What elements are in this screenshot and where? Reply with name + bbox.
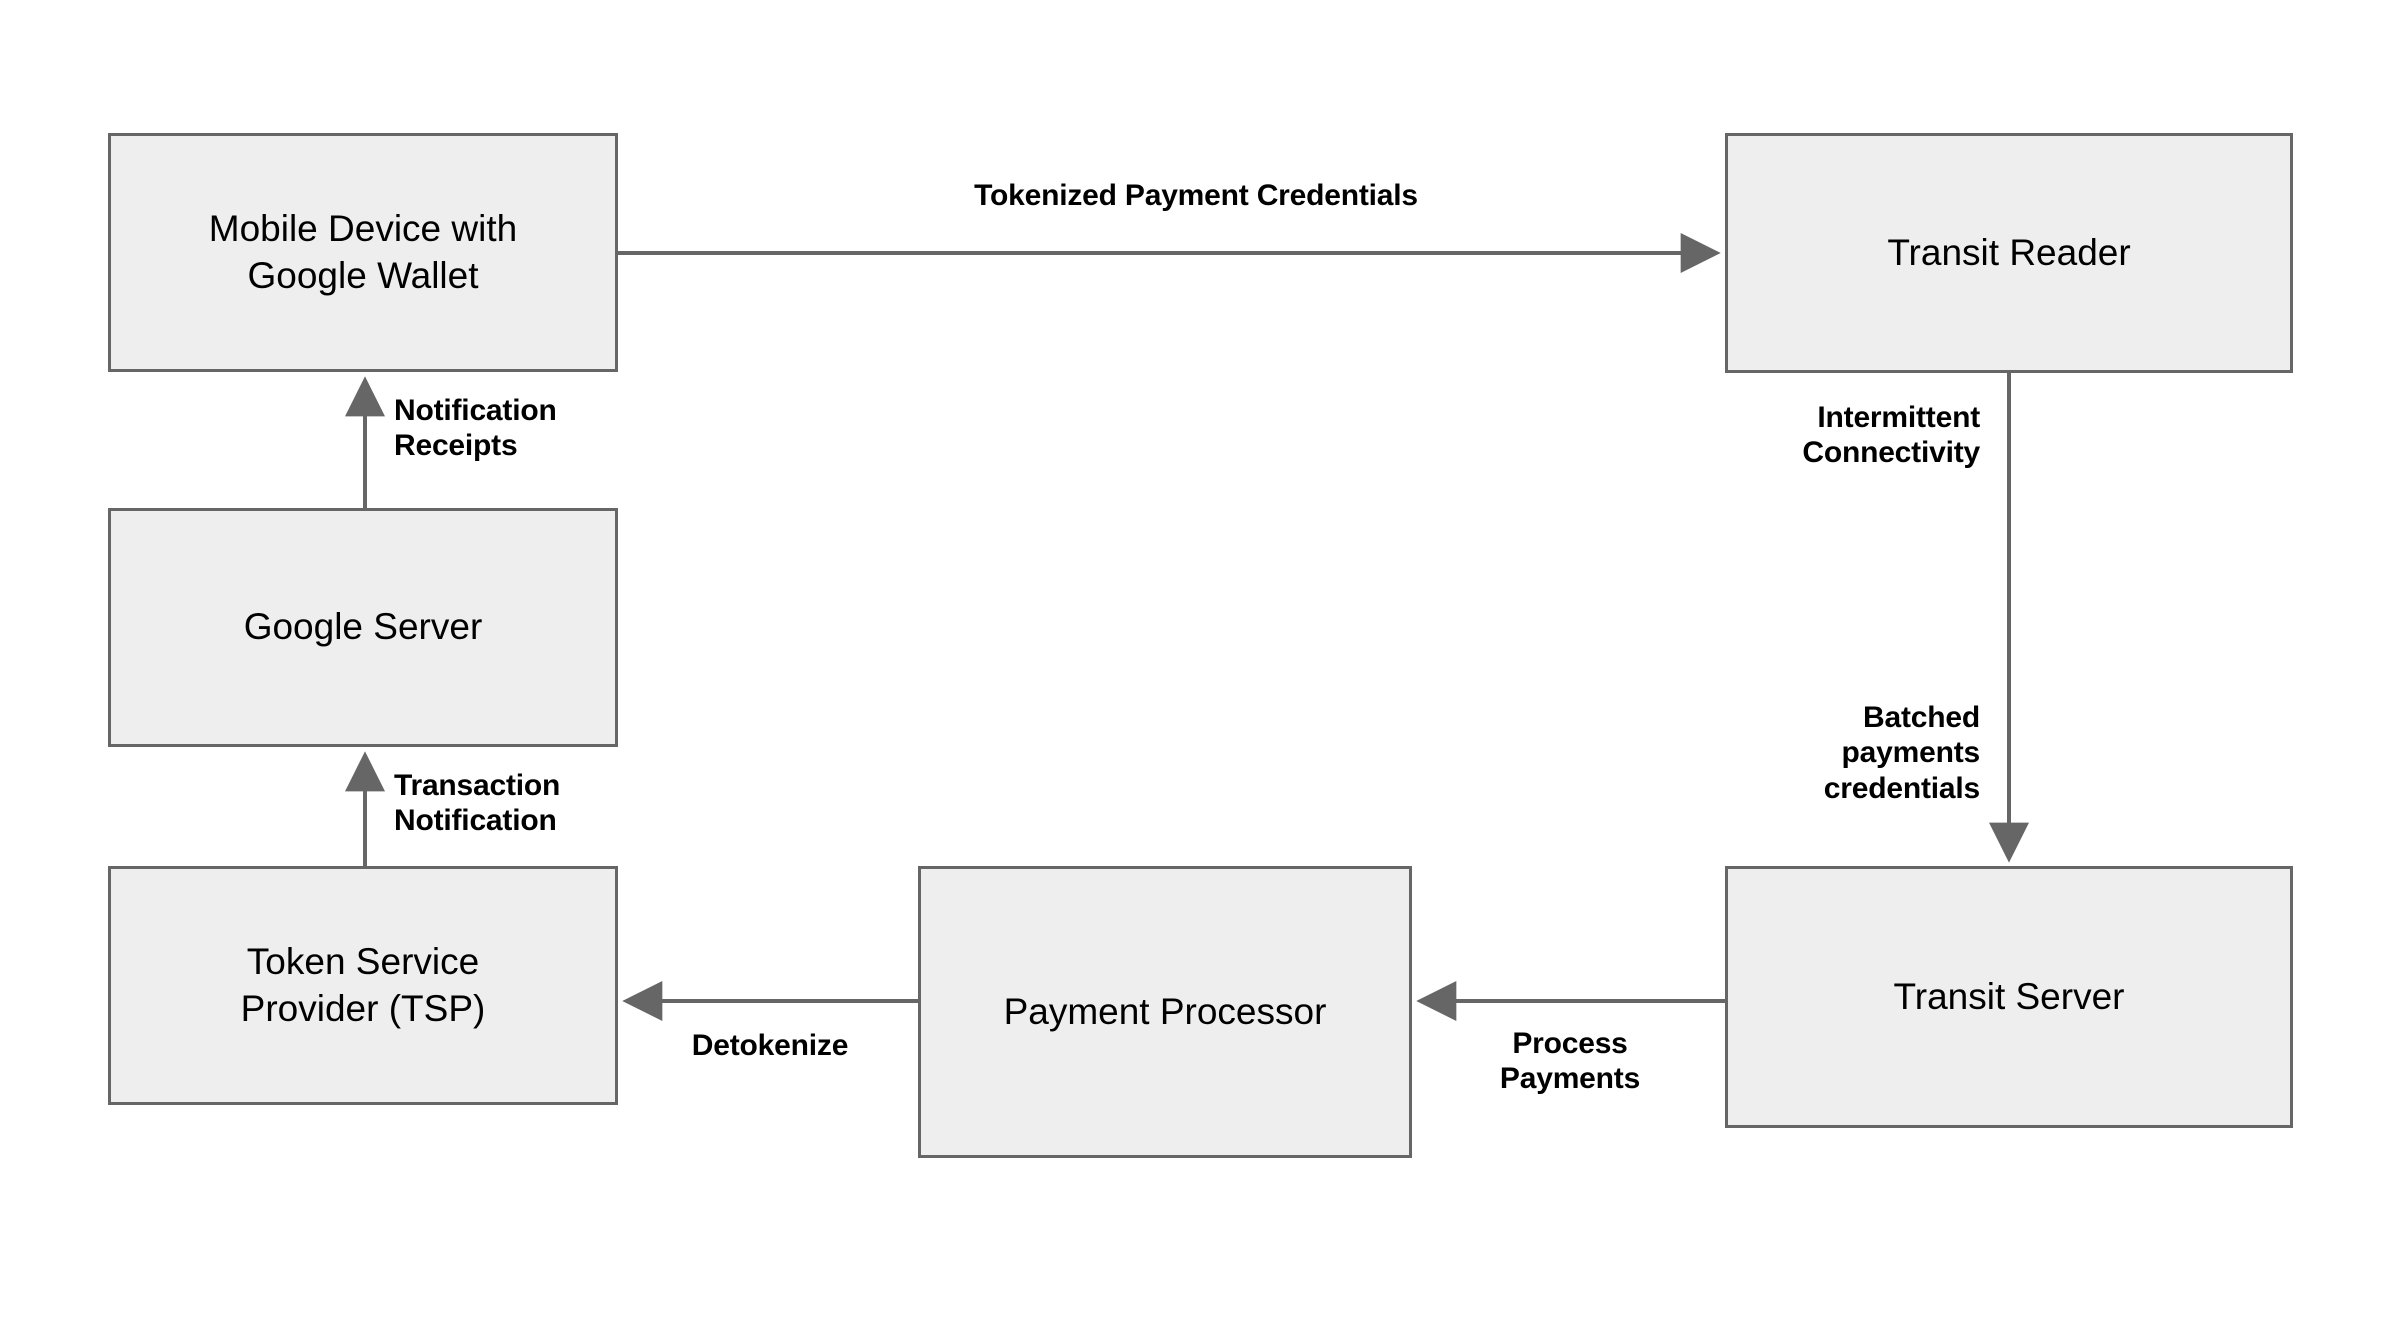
node-token-service-provider-label: Token Service Provider (TSP) [240, 941, 486, 1029]
edge-label-detokenize: Detokenize [691, 1029, 849, 1062]
node-transit-server[interactable]: Transit Server [1725, 866, 2293, 1128]
node-mobile-device[interactable]: Mobile Device with Google Wallet [108, 133, 618, 372]
node-payment-processor[interactable]: Payment Processor [918, 866, 1412, 1158]
node-transit-reader-label: Transit Reader [1887, 231, 2131, 273]
edge-label-process-payments: Process Payments [1499, 1027, 1641, 1096]
edge-label-batched-payments-credentials: Batched payments credentials [1823, 701, 1980, 805]
node-google-server[interactable]: Google Server [108, 508, 618, 747]
edge-label-intermittent-connectivity: Intermittent Connectivity [1802, 401, 1980, 470]
node-google-server-label: Google Server [243, 606, 483, 648]
node-transit-server-label: Transit Server [1893, 975, 2125, 1017]
node-token-service-provider[interactable]: Token Service Provider (TSP) [108, 866, 618, 1105]
edge-label-notification-receipts: Notification Receipts [394, 394, 557, 463]
edge-label-transaction-notification: Transaction Notification [394, 769, 561, 838]
node-mobile-device-label: Mobile Device with Google Wallet [208, 208, 518, 296]
node-payment-processor-label: Payment Processor [1003, 990, 1327, 1032]
edge-label-tokenized-payment-credentials: Tokenized Payment Credentials [974, 179, 1418, 212]
node-transit-reader[interactable]: Transit Reader [1725, 133, 2293, 373]
